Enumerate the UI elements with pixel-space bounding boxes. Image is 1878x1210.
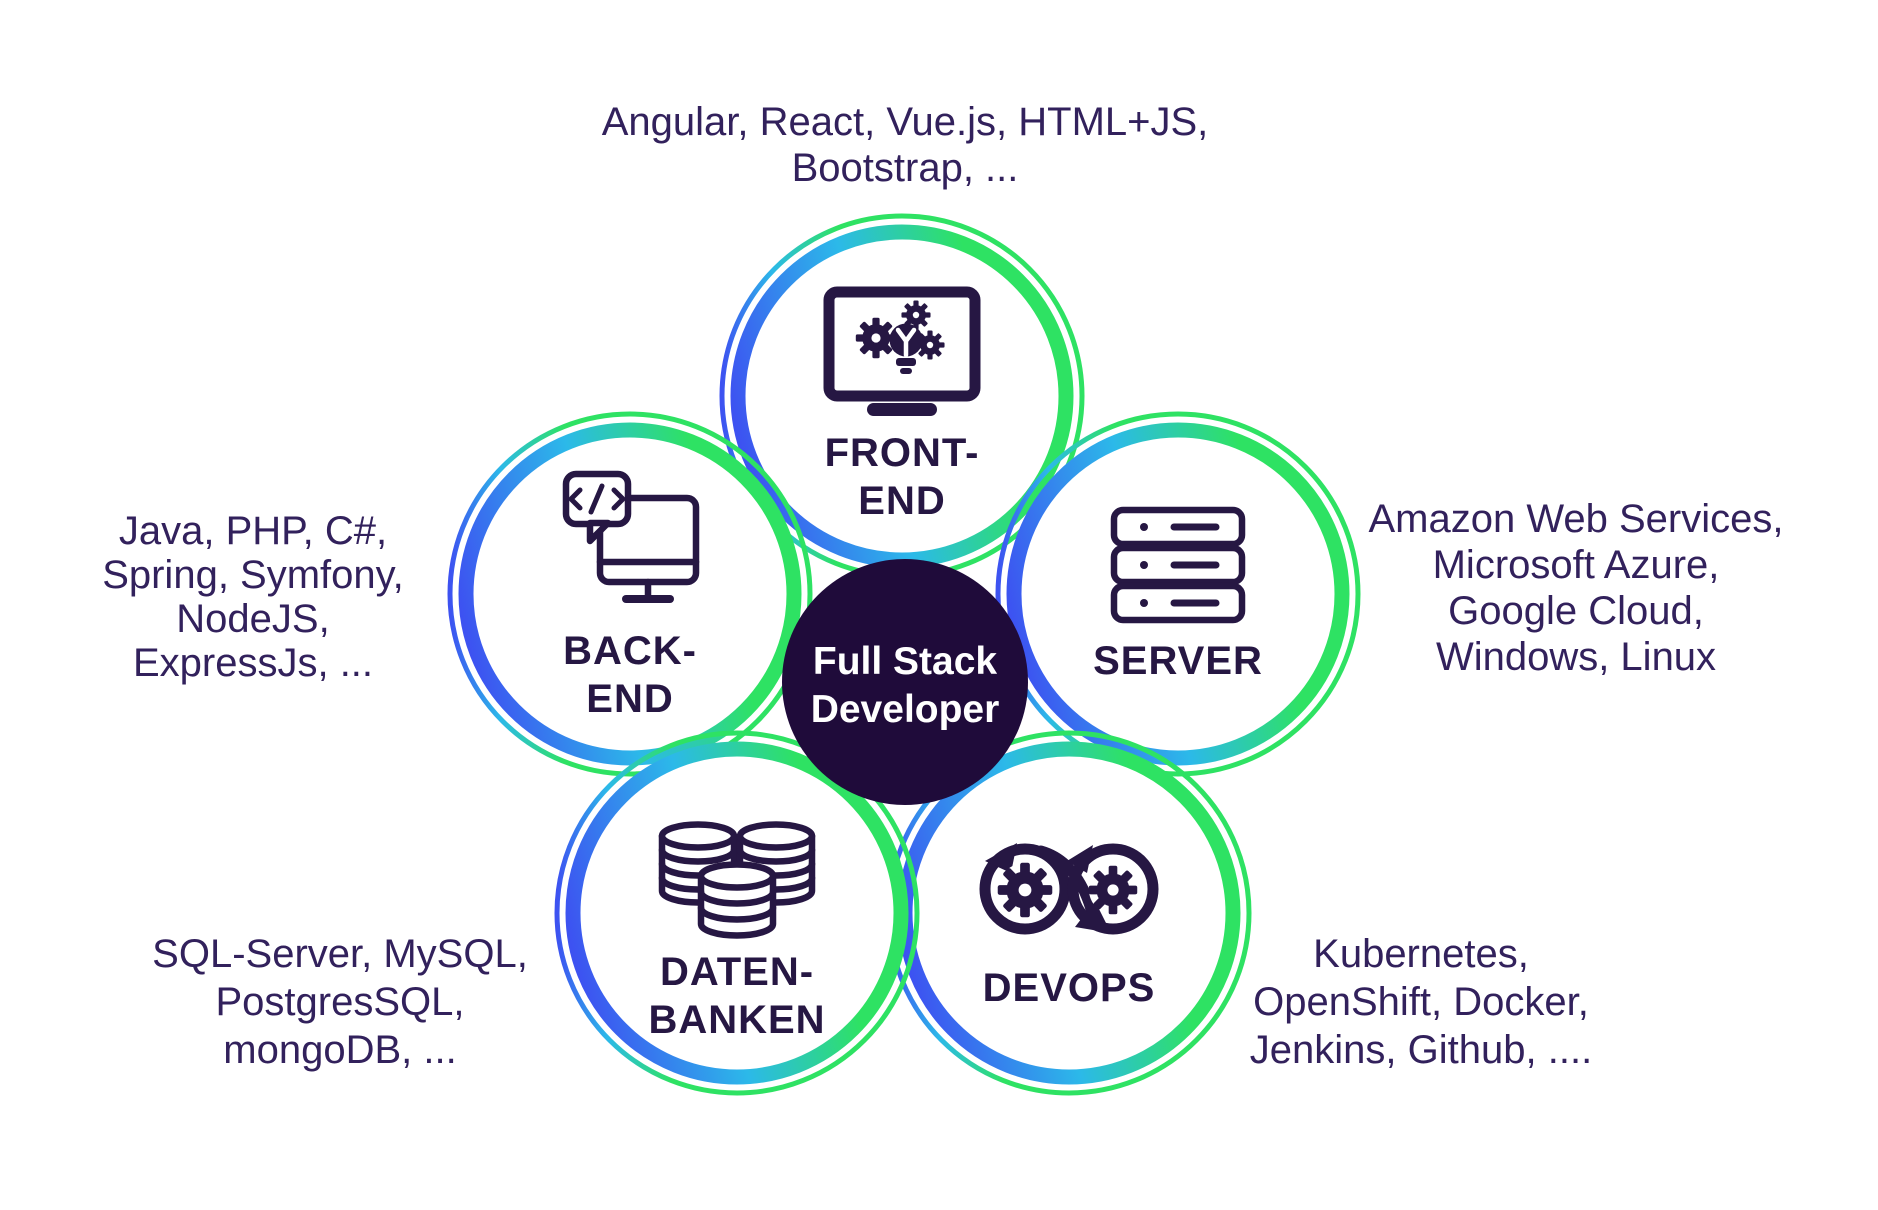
skill-line: Windows, Linux bbox=[1435, 635, 1717, 679]
center-label-line: Full Stack bbox=[813, 640, 998, 683]
frontend-skills-list: Angular, React, Vue.js, HTML+JS, Bootstr… bbox=[455, 99, 1355, 191]
databases-label-line: DATEN- bbox=[660, 950, 814, 994]
databases-skills-list: SQL-Server, MySQL, PostgresSQL, mongoDB,… bbox=[100, 930, 580, 1074]
skill-line: NodeJS, bbox=[176, 597, 330, 641]
skill-line: Google Cloud, bbox=[1448, 589, 1704, 633]
database-cylinders-icon bbox=[658, 821, 816, 939]
skill-line: Jenkins, Github, .... bbox=[1249, 1028, 1593, 1072]
skill-line: Java, PHP, C#, bbox=[118, 509, 388, 553]
monitor-bulb-gears-icon bbox=[823, 286, 981, 416]
skill-line: Spring, Symfony, bbox=[102, 553, 404, 597]
center-label-line: Developer bbox=[811, 688, 1000, 731]
server-outer-ring bbox=[995, 411, 1361, 777]
skill-line: PostgresSQL, bbox=[215, 980, 465, 1024]
center-disc bbox=[782, 559, 1028, 805]
skill-line: SQL-Server, MySQL, bbox=[152, 932, 528, 976]
skill-line: Microsoft Azure, bbox=[1432, 543, 1720, 587]
server-rack-icon bbox=[1110, 506, 1246, 624]
backend-skills-list: Java, PHP, C#, Spring, Symfony, NodeJS, … bbox=[13, 509, 493, 685]
backend-outer-ring bbox=[447, 411, 813, 777]
skill-line: OpenShift, Docker, bbox=[1253, 980, 1589, 1024]
server-skills-list: Amazon Web Services, Microsoft Azure, Go… bbox=[1336, 496, 1816, 680]
skill-line: Bootstrap, ... bbox=[791, 146, 1019, 190]
skill-line: Angular, React, Vue.js, HTML+JS, bbox=[601, 100, 1209, 144]
databases-outer-ring bbox=[554, 730, 920, 1096]
node-server: SERVER bbox=[995, 411, 1361, 777]
node-backend: BACK- END bbox=[447, 411, 813, 777]
devops-label-line: DEVOPS bbox=[983, 966, 1156, 1010]
frontend-label-line: END bbox=[858, 479, 945, 523]
databases-label-line: BANKEN bbox=[648, 998, 825, 1042]
backend-inner-ring bbox=[458, 422, 802, 766]
devops-skills-list: Kubernetes, OpenShift, Docker, Jenkins, … bbox=[1181, 930, 1661, 1074]
code-chat-monitor-icon bbox=[562, 470, 700, 603]
node-databases: DATEN- BANKEN bbox=[554, 730, 920, 1096]
frontend-label-line: FRONT- bbox=[825, 431, 980, 475]
node-frontend: FRONT- END bbox=[719, 213, 1085, 579]
skill-line: mongoDB, ... bbox=[223, 1028, 457, 1072]
server-label-line: SERVER bbox=[1093, 639, 1263, 683]
center-circle: Full Stack Developer bbox=[782, 559, 1028, 805]
backend-label-line: END bbox=[586, 677, 673, 721]
backend-label-line: BACK- bbox=[563, 629, 697, 673]
skill-line: Amazon Web Services, bbox=[1368, 497, 1784, 541]
skill-line: ExpressJs, ... bbox=[132, 641, 374, 685]
skill-line: Kubernetes, bbox=[1313, 932, 1529, 976]
devops-infinity-gears-icon bbox=[979, 843, 1159, 935]
